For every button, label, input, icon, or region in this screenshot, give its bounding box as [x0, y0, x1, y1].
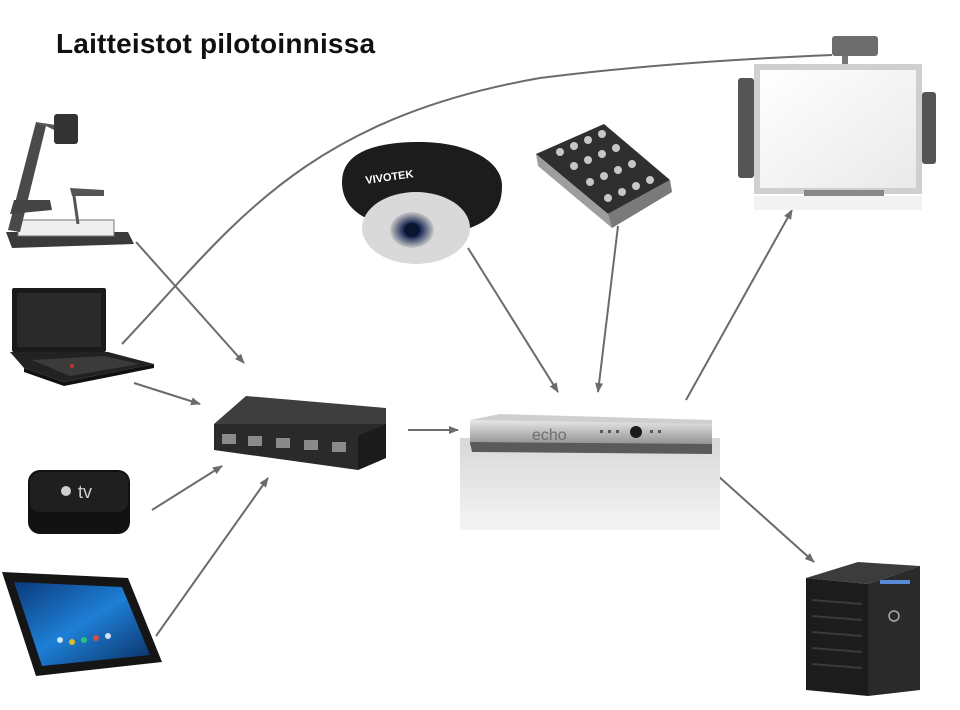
arrow-appletv-to-switch [151, 465, 223, 511]
arrow-mixer-to-recorder [595, 225, 619, 393]
apple-tv-label: tv [78, 482, 92, 502]
arrow-laptop-to-whiteboard [121, 54, 833, 345]
page-title: Laitteistot pilotoinnissa [56, 28, 376, 59]
apple-tv-icon: tv [28, 470, 130, 534]
arrow-tablet-to-switch [155, 477, 269, 637]
arrow-laptop-to-switch [133, 382, 201, 406]
arrow-doccam-to-switch [135, 241, 245, 364]
recorder-brand-label: echo [532, 427, 567, 444]
connections [121, 54, 833, 637]
laptop-icon [10, 288, 154, 386]
tablet-icon [2, 572, 162, 676]
arrow-domecam-to-recorder [467, 247, 559, 393]
arrow-recorder-to-whiteboard [685, 209, 793, 401]
mixer-icon [536, 124, 672, 228]
switch-icon [214, 396, 386, 470]
server-tower-icon [806, 562, 920, 696]
whiteboard-icon [738, 36, 936, 210]
document-camera-icon [6, 114, 134, 248]
dome-camera-icon: VIVOTEK [342, 142, 502, 264]
capture-appliance-icon: echo [460, 414, 720, 530]
